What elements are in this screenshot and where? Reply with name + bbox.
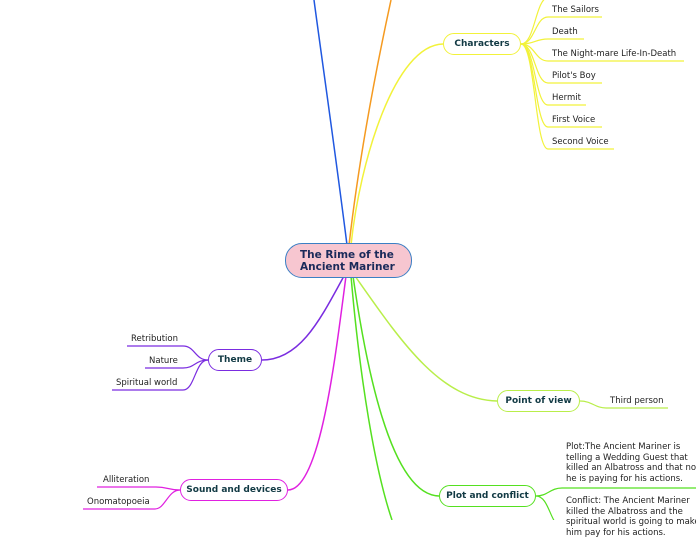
- characters-topic[interactable]: Characters: [443, 33, 521, 55]
- central-topic[interactable]: The Rime of the Ancient Mariner: [285, 243, 412, 278]
- characters-sublines: [520, 0, 684, 150]
- characters-label: Characters: [454, 39, 510, 49]
- conflict-text[interactable]: Conflict: The Ancient Mariner killed the…: [566, 496, 696, 538]
- character-item[interactable]: Death: [552, 27, 578, 37]
- point-of-view-topic[interactable]: Point of view: [497, 390, 580, 412]
- plot-topic[interactable]: Plot and conflict: [439, 485, 536, 507]
- sound-label: Sound and devices: [186, 485, 282, 495]
- orange-branch: [348, 0, 392, 246]
- character-item[interactable]: The Night-mare Life-In-Death: [552, 49, 677, 59]
- green-branch-lower: [350, 275, 393, 520]
- sound-item[interactable]: Onomatopoeia: [87, 497, 150, 507]
- plot-text[interactable]: Plot:The Ancient Mariner is telling a We…: [566, 442, 696, 484]
- character-item[interactable]: Hermit: [552, 93, 581, 103]
- central-topic-title: The Rime of the Ancient Mariner: [300, 249, 395, 273]
- sound-sublines: [83, 486, 181, 510]
- mindmap-connectors: [83, 0, 696, 520]
- plot-label: Plot and conflict: [446, 491, 529, 501]
- sound-topic[interactable]: Sound and devices: [180, 479, 288, 501]
- theme-label: Theme: [217, 355, 253, 365]
- theme-sublines: [112, 345, 209, 391]
- sound-branch: [287, 275, 347, 491]
- theme-topic[interactable]: Theme: [208, 349, 262, 371]
- character-item[interactable]: The Sailors: [552, 5, 599, 15]
- plot-branch: [352, 275, 440, 497]
- character-item[interactable]: First Voice: [552, 115, 596, 125]
- plot-sublines: [535, 487, 696, 520]
- theme-item[interactable]: Spiritual world: [116, 378, 178, 388]
- character-item[interactable]: Second Voice: [552, 137, 609, 147]
- characters-branch: [350, 43, 444, 246]
- theme-item[interactable]: Nature: [149, 356, 178, 366]
- character-item[interactable]: Pilot's Boy: [552, 71, 596, 81]
- blue-branch: [313, 0, 348, 246]
- point-of-view-branch: [354, 275, 498, 402]
- point-of-view-sublines: [579, 400, 668, 409]
- theme-item[interactable]: Retribution: [131, 334, 179, 344]
- sound-item[interactable]: Alliteration: [103, 475, 150, 485]
- theme-branch: [261, 275, 345, 361]
- point-of-view-item[interactable]: Third person: [610, 396, 664, 406]
- point-of-view-label: Point of view: [505, 396, 572, 406]
